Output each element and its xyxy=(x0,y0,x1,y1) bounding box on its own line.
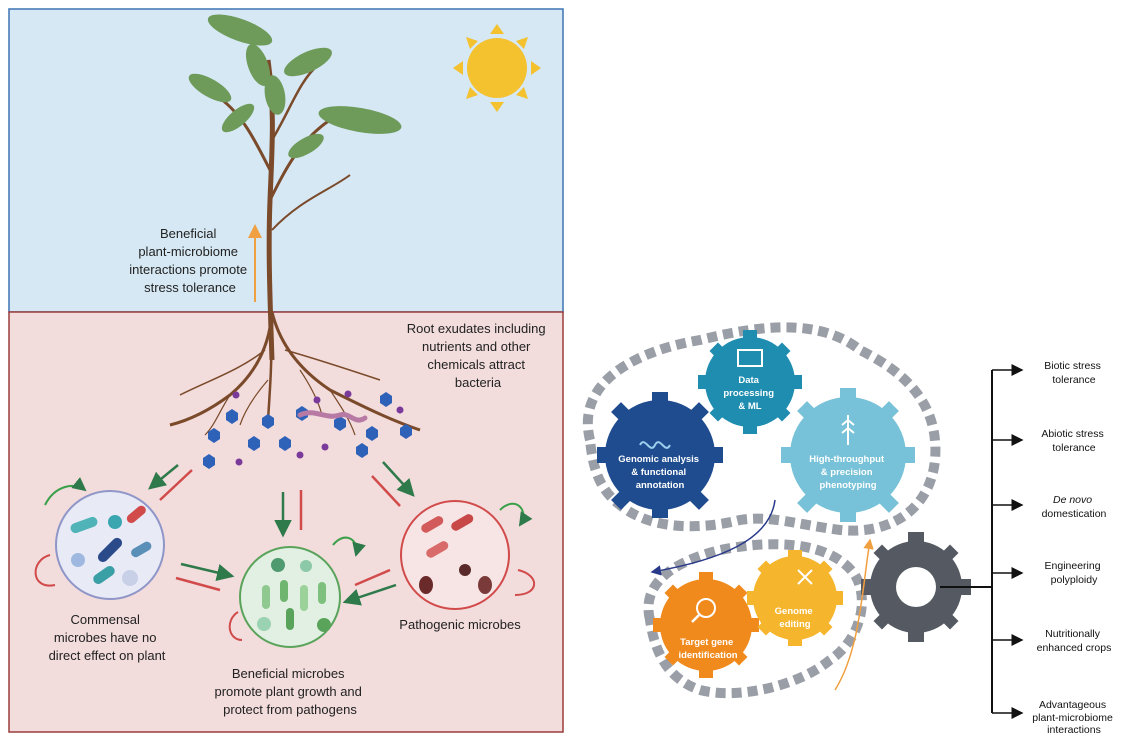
phenotyping-gear: High-throughput & precision phenotyping xyxy=(781,388,915,522)
beneficial-label-line: promote plant growth and xyxy=(214,684,361,699)
outcome-label-line: polyploidy xyxy=(1051,574,1098,586)
commensal-label-line: Commensal xyxy=(71,612,140,627)
sky-label-line: Beneficial xyxy=(160,226,216,241)
gear-label-line: processing xyxy=(723,388,774,399)
outcome-label-line: Engineering xyxy=(1045,560,1101,572)
pathogenic-cycle-arrow xyxy=(499,502,533,527)
commensal-cycle-arrow xyxy=(44,477,87,506)
exudates-label-line: chemicals attract xyxy=(427,357,525,372)
plant-illustration xyxy=(188,14,402,361)
exudates-label: Root exudates including nutrients and ot… xyxy=(407,321,549,390)
outcome-label-line: Advantageous xyxy=(1039,699,1106,711)
commensal-label-line: direct effect on plant xyxy=(49,648,166,663)
beneficial-cycle-arrow xyxy=(332,536,366,557)
gear-label-line: & precision xyxy=(821,467,873,478)
gear-label-line: High-throughput xyxy=(809,454,885,465)
outcome-label-line: enhanced crops xyxy=(1037,642,1112,654)
sky-label-line: plant-microbiome xyxy=(138,244,238,259)
pathogenic-label: Pathogenic microbes xyxy=(399,617,521,632)
outcome-label-line: plant-microbiome xyxy=(1032,712,1113,724)
worm-icon xyxy=(297,410,368,423)
outcome-label-line: Nutritionally xyxy=(1045,628,1101,640)
exudates-label-line: nutrients and other xyxy=(422,339,531,354)
svg-text:Data processing &: Data processing & ML xyxy=(723,375,776,412)
data-processing-gear: Data processing & ML xyxy=(698,330,802,434)
outcome-label-line: interactions xyxy=(1047,724,1101,735)
beneficial-microbes-circle xyxy=(239,546,341,648)
commensal-inhibit xyxy=(34,554,56,587)
scissors-icon xyxy=(797,569,813,585)
pathogenic-microbes-circle xyxy=(400,500,510,610)
svg-text:Genome editing: Genome editing xyxy=(775,606,816,630)
target-gene-gear: Target gene identification xyxy=(653,572,759,678)
outcome-label-line: tolerance xyxy=(1052,374,1095,386)
sky-label-line: stress tolerance xyxy=(144,280,236,295)
svg-text:Target gene identificati: Target gene identification xyxy=(678,637,737,661)
outcome-label-line: Biotic stress xyxy=(1044,360,1101,372)
outcome-label: Biotic stress tolerance xyxy=(1044,360,1104,386)
roots-illustration xyxy=(169,311,421,436)
gear-label-line: & functional xyxy=(631,467,686,478)
outcome-label-line: domestication xyxy=(1042,508,1107,520)
gear-label-line: Target gene xyxy=(680,637,733,648)
beneficial-label-line: protect from pathogens xyxy=(223,702,357,717)
upper-chain-outline xyxy=(582,322,941,536)
outcome-label: Abiotic stress tolerance xyxy=(1041,428,1106,454)
chain-return-arrow xyxy=(834,538,874,691)
genome-editing-gear: Genome editing xyxy=(747,550,843,646)
outcome-label-line: De novo xyxy=(1053,494,1092,506)
outcome-label: Engineering polyploidy xyxy=(1045,560,1104,586)
beneficial-label: Beneficial microbes promote plant growth… xyxy=(214,666,365,717)
outcome-label: Advantageous plant-microbiome interactio… xyxy=(1032,699,1115,735)
gear-label-line: annotation xyxy=(636,480,685,491)
root-exudates xyxy=(203,390,412,469)
outcome-label: De novo domestication xyxy=(1042,494,1107,520)
computer-icon xyxy=(737,349,763,367)
gear-label-line: identification xyxy=(678,650,737,661)
beneficial-inhibit xyxy=(228,611,243,641)
magnifier-icon xyxy=(691,598,716,623)
chain-transfer-arrow xyxy=(650,499,776,576)
gear-label-line: Genome xyxy=(775,606,813,617)
gear-label-line: editing xyxy=(779,619,810,630)
interaction-arrows xyxy=(148,461,415,606)
exudates-label-line: Root exudates including xyxy=(407,321,546,336)
svg-text:High-throughput & precis: High-throughput & precision phenotyping xyxy=(809,454,887,491)
exudates-label-line: bacteria xyxy=(455,375,502,390)
sun-icon xyxy=(453,24,541,112)
outcome-label: Nutritionally enhanced crops xyxy=(1037,628,1112,654)
lower-chain-outline xyxy=(643,539,867,699)
gear-label-line: phenotyping xyxy=(820,480,877,491)
gear-label-line: Data xyxy=(738,375,759,386)
output-gear xyxy=(861,532,971,642)
genomic-analysis-gear: Genomic analysis & functional annotation xyxy=(597,392,723,518)
outcome-tree xyxy=(940,370,993,713)
outcome-label-line: tolerance xyxy=(1052,442,1095,454)
sky-label: Beneficial plant-microbiome interactions… xyxy=(129,226,250,295)
commensal-label: Commensal microbes have no direct effect… xyxy=(49,612,166,663)
outcome-arrows xyxy=(992,364,1024,719)
gear-label-line: Genomic analysis xyxy=(618,454,699,465)
commensal-label-line: microbes have no xyxy=(54,630,157,645)
svg-text:Genomic analysis & funct: Genomic analysis & functional annotation xyxy=(618,454,701,491)
commensal-microbes-circle xyxy=(55,490,165,600)
gear-label-line: & ML xyxy=(738,401,761,412)
outcome-label-line: Abiotic stress xyxy=(1041,428,1103,440)
sky-label-line: interactions promote xyxy=(129,262,247,277)
pathogenic-inhibit xyxy=(514,569,536,596)
wheat-icon xyxy=(841,415,855,445)
beneficial-label-line: Beneficial microbes xyxy=(232,666,345,681)
